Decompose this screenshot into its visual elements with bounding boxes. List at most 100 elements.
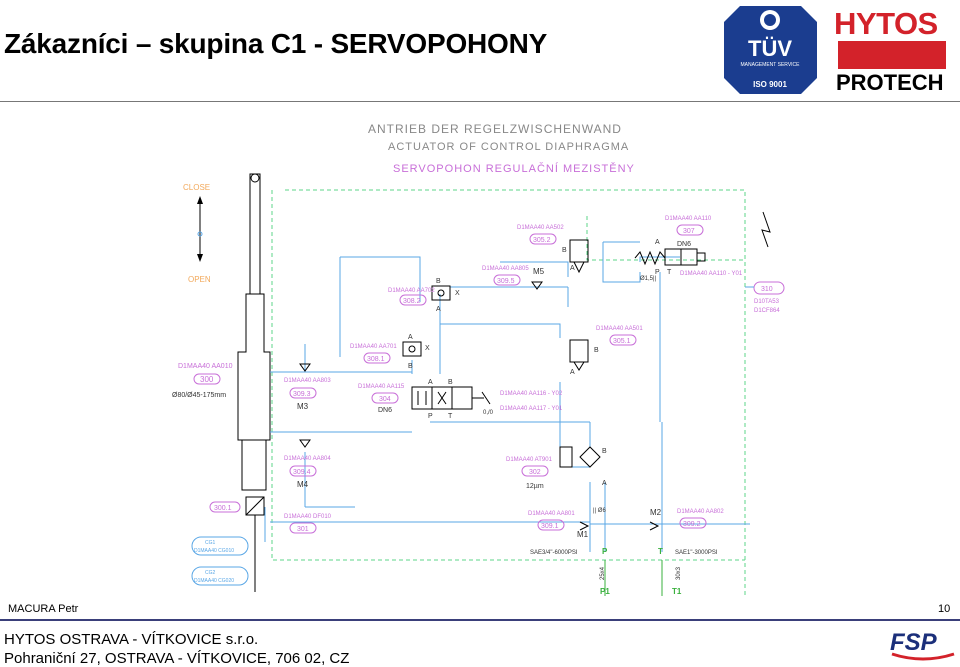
cg1-label: CG1 xyxy=(205,540,216,546)
dn6-307: DN6 xyxy=(677,241,691,248)
diagram-title-cz: SERVOPOHON REGULAČNÍ MEZISTĚNY xyxy=(393,162,635,175)
c3095-id: 309.5 xyxy=(497,278,515,285)
filter-bypass xyxy=(559,446,573,468)
pipe-t-size: 30x3 xyxy=(676,566,682,580)
dashed-frame xyxy=(285,189,746,596)
c3091-id: 309.1 xyxy=(541,523,559,530)
c3093-code: D1MAA40 AA803 xyxy=(284,378,331,384)
author-name: MACURA Petr xyxy=(8,603,79,615)
direction-arrowheads xyxy=(197,196,203,262)
spring-icon xyxy=(634,250,666,266)
tuv-logo: TÜV MANAGEMENT SERVICE ISO 9001 xyxy=(724,6,817,94)
check-valve-308-1 xyxy=(402,341,422,357)
gauge-309-4-icon xyxy=(299,439,311,448)
ratio-label: 0,/0 xyxy=(483,410,494,416)
c3052-id: 305.2 xyxy=(533,237,551,244)
header-divider xyxy=(0,101,960,102)
fsp-logo: FSP xyxy=(890,629,955,661)
cg020-code: D1MAA40 CG020 xyxy=(194,578,234,584)
port-a-3052: A xyxy=(570,265,575,272)
m3-label: M3 xyxy=(297,402,309,411)
mid-marker xyxy=(197,231,203,237)
cyl-id: 300 xyxy=(200,375,214,384)
c307-code: D1MAA40 AA110 xyxy=(665,216,712,222)
c3091-code: D1MAA40 AA801 xyxy=(528,511,575,517)
hydraulic-schematic: ANTRIEB DER REGELZWISCHENWAND ACTUATOR O… xyxy=(172,122,785,596)
diagram-title-en: ACTUATOR OF CONTROL DIAPHRAGMA xyxy=(388,141,629,153)
pipe-p-spec: SAE3/4"-6000PSI xyxy=(530,550,578,556)
c310-code1: D10TA53 xyxy=(754,299,780,305)
gauge-309-2-icon xyxy=(649,521,660,531)
c3051-code: D1MAA40 AA501 xyxy=(596,326,643,332)
sensor-id-box xyxy=(209,501,241,513)
protech-text: PROTECH xyxy=(836,70,944,95)
m4-label: M4 xyxy=(297,480,309,489)
c3081-code: D1MAA40 AA701 xyxy=(350,344,397,350)
c301-id: 301 xyxy=(297,526,309,533)
gauge-309-1-icon xyxy=(579,521,590,531)
port-a-307: A xyxy=(655,239,660,246)
company-name: HYTOS OSTRAVA - VÍTKOVICE s.r.o. xyxy=(4,631,259,648)
port-a-3051: A xyxy=(570,369,575,376)
hytos-text: HYTOS xyxy=(834,6,938,41)
c301-code: D1MAA40 DF010 xyxy=(284,514,332,520)
fsp-text: FSP xyxy=(890,629,938,656)
orifice6-label: || Ø6 xyxy=(593,508,606,514)
port-b-3051: B xyxy=(594,347,599,354)
valve-307-box2 xyxy=(680,248,698,266)
c3082-id: 308.2 xyxy=(403,298,421,305)
dn6-304: DN6 xyxy=(378,407,392,414)
port-a-302: A xyxy=(602,480,607,487)
filter-icon xyxy=(579,446,601,468)
tuv-sub: MANAGEMENT SERVICE xyxy=(741,62,801,68)
port-b-302: B xyxy=(602,448,607,455)
c3095-code: D1MAA40 AA805 xyxy=(482,266,529,272)
c3094-id: 309.4 xyxy=(293,469,311,476)
port-b-3081: B xyxy=(408,363,413,370)
port-t-main: T xyxy=(658,547,663,556)
pipe-p-size: 25x4 xyxy=(600,566,606,580)
cyl-code: D1MAA40 AA010 xyxy=(178,363,233,370)
footer-divider xyxy=(0,619,960,621)
rod-eye xyxy=(250,173,260,183)
hydraulic-lines xyxy=(270,241,750,552)
port-t1: T1 xyxy=(672,587,682,596)
c310-id: 310 xyxy=(761,286,773,293)
port-x-3082: X xyxy=(455,290,460,297)
port-a-304: A xyxy=(428,379,433,386)
label-open: OPEN xyxy=(188,275,211,284)
hytos-red-bar xyxy=(838,41,946,69)
port-a-3081: A xyxy=(408,334,413,341)
port-t-304: T xyxy=(448,413,453,420)
c3051-id: 305.1 xyxy=(613,338,631,345)
valve-305-1 xyxy=(569,339,589,363)
port-p-main: P xyxy=(602,547,608,556)
company-address: Pohraniční 27, OSTRAVA - VÍTKOVICE, 706 … xyxy=(4,650,350,667)
cyl-id-box xyxy=(193,373,221,385)
valve-305-2 xyxy=(569,239,589,263)
sensor-diag xyxy=(245,496,265,516)
dashed-frame-valve xyxy=(586,216,745,261)
label-close: CLOSE xyxy=(183,183,210,192)
c304-code: D1MAA40 AA115 xyxy=(358,384,405,390)
c3092-id: 309.2 xyxy=(683,521,701,528)
c307-id: 307 xyxy=(683,228,695,235)
page-number: 10 xyxy=(938,603,951,615)
c3052-code: D1MAA40 AA502 xyxy=(517,225,564,231)
hytos-logo: HYTOS xyxy=(834,6,946,41)
c3092-code: D1MAA40 AA802 xyxy=(677,509,724,515)
port-t-307: T xyxy=(667,269,672,276)
port-b-304: B xyxy=(448,379,453,386)
tuv-iso: ISO 9001 xyxy=(753,80,787,89)
diagram-title-de: ANTRIEB DER REGELZWISCHENWAND xyxy=(368,122,622,136)
aa117-label: D1MAA40 AA117 - Y01 xyxy=(500,406,563,412)
cylinder-base xyxy=(241,439,267,491)
c3082-code: D1MAA40 AA702 xyxy=(388,288,435,294)
c302-code: D1MAA40 AT901 xyxy=(506,457,553,463)
m5-label: M5 xyxy=(533,267,545,276)
port-x-3081: X xyxy=(425,345,430,352)
cg020-box xyxy=(191,566,249,586)
gauge-309-3-icon xyxy=(299,363,311,372)
orifice-label: Ø1,5|| xyxy=(640,276,657,282)
gauge-309-5-icon xyxy=(531,281,543,290)
